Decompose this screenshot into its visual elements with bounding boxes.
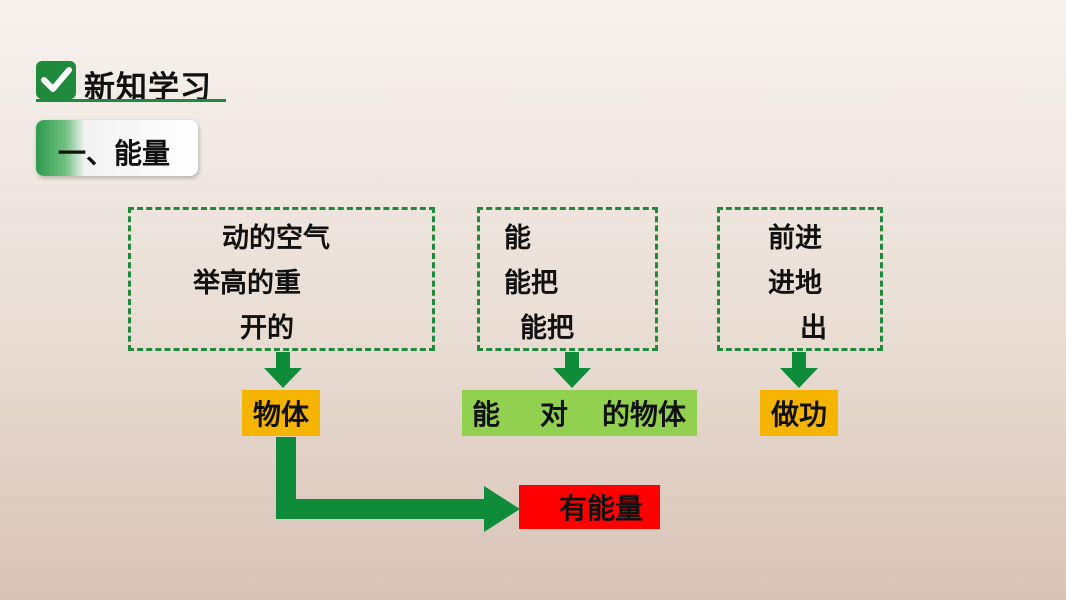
dashed-box-examples-3	[717, 207, 883, 351]
box-3-line-3: 出	[800, 313, 827, 344]
right-arrow-icon	[276, 437, 520, 532]
label-middle-part-3: 的物体	[602, 398, 687, 431]
down-arrow-icon	[264, 352, 302, 388]
box-3-line-1: 前进	[768, 223, 822, 254]
label-object: 物体	[242, 390, 320, 436]
box-3-line-2: 进地	[768, 268, 822, 299]
label-middle-part-1: 能	[472, 398, 501, 431]
label-result: 有能量	[519, 485, 660, 529]
section-badge	[36, 120, 198, 176]
dashed-box-examples-1	[128, 207, 435, 351]
label-object-text: 物体	[252, 398, 309, 431]
box-1-line-1: 动的空气	[222, 223, 330, 254]
label-middle-part-2: 对	[540, 398, 569, 431]
section-title: 一、能量	[58, 137, 171, 170]
box-1-line-2: 举高的重	[193, 268, 301, 299]
box-2-line-1: 能	[504, 223, 531, 254]
box-1-line-3: 开的	[240, 313, 294, 344]
down-arrow-icon	[780, 352, 818, 388]
label-work-text: 做功	[770, 398, 827, 431]
checkbox-check-icon	[36, 61, 76, 99]
label-result-text: 有能量	[559, 492, 644, 525]
box-2-line-3: 能把	[520, 313, 574, 344]
down-arrow-icon	[553, 352, 591, 388]
dashed-box-examples-2	[477, 207, 658, 351]
box-2-line-2: 能把	[504, 268, 558, 299]
title-underline	[36, 99, 226, 102]
label-can-act-on-object: 能 对 的物体	[462, 390, 697, 436]
label-work: 做功	[760, 390, 838, 436]
